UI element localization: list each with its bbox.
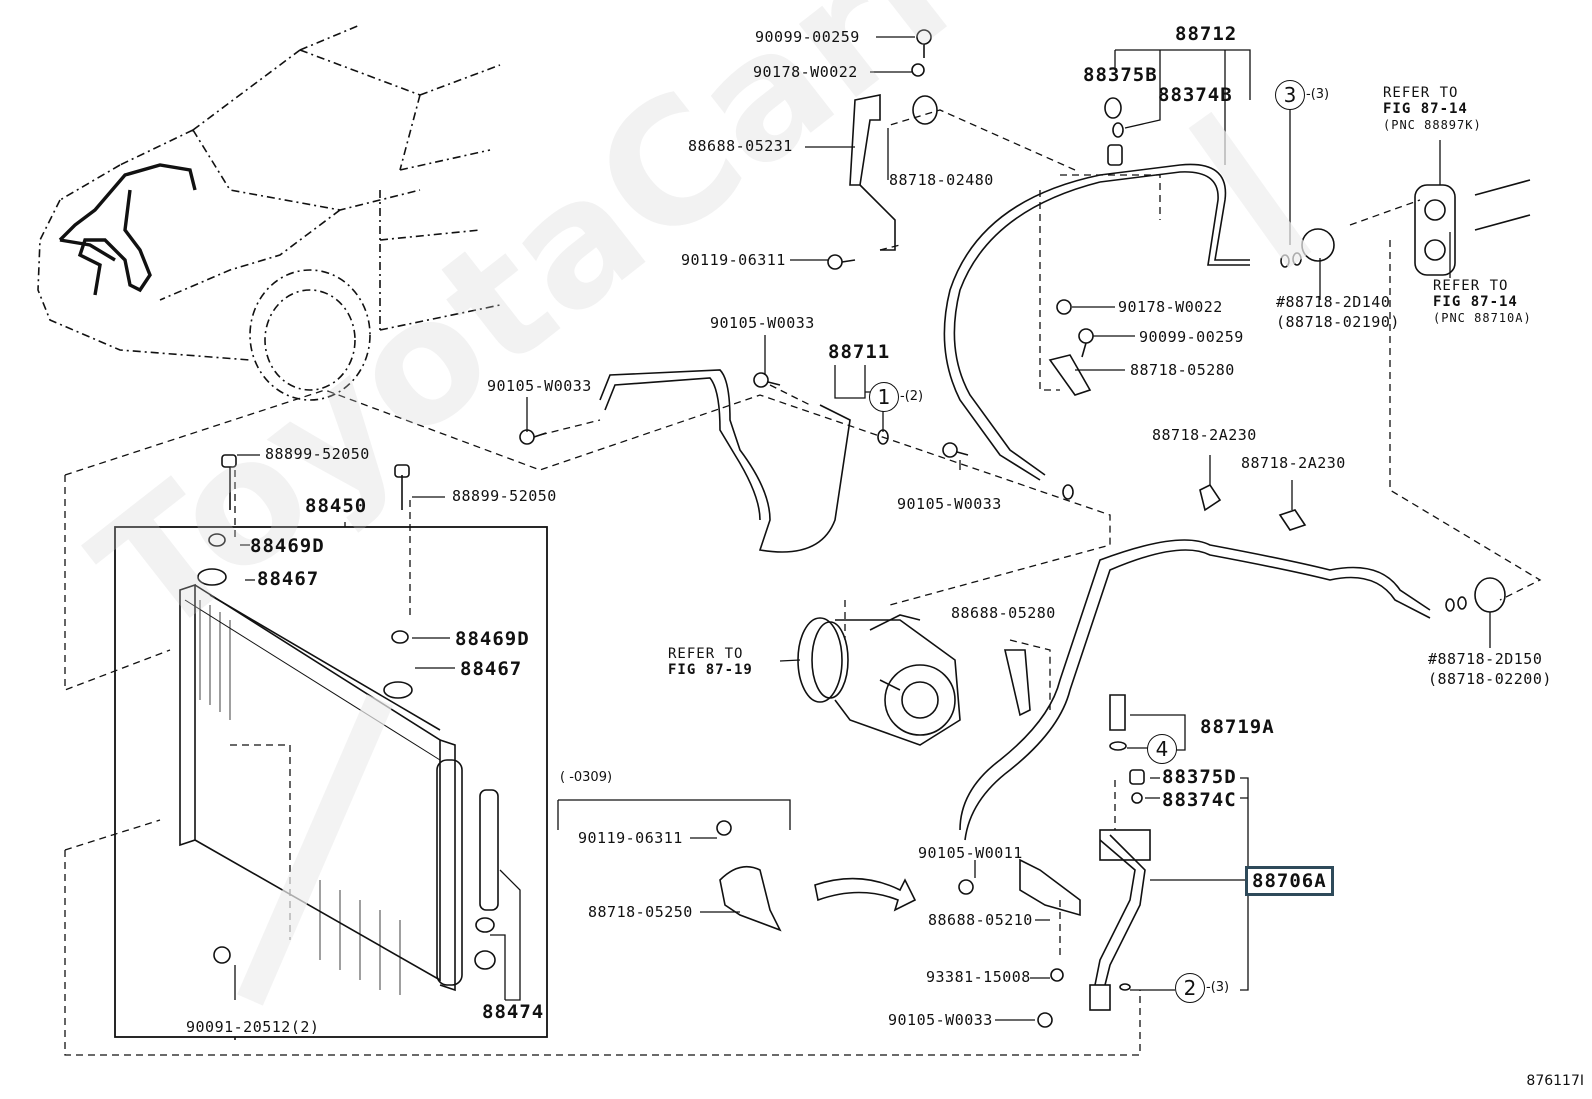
condenser-assembly-box: [114, 526, 548, 1038]
callout-1[interactable]: 1: [869, 382, 899, 412]
hose-pipes: [599, 163, 1431, 1011]
part-label-88718-2D140[interactable]: #88718-2D140: [1276, 293, 1391, 311]
ref-line: REFER TO: [1433, 278, 1509, 294]
car-illustration: [37, 24, 501, 401]
part-label-90099-00259-mid[interactable]: 90099-00259: [1139, 328, 1244, 346]
compressor: [797, 614, 961, 746]
fasteners: [519, 29, 1531, 1028]
part-label-90178-W0022-mid[interactable]: 90178-W0022: [1118, 298, 1223, 316]
part-label-90105-W0033-left[interactable]: 90105-W0033: [487, 377, 592, 395]
date-range-note: ( -0309): [560, 770, 613, 785]
part-label-90105-W0033-center[interactable]: 90105-W0033: [897, 495, 1002, 513]
part-label-88718-05280[interactable]: 88718-05280: [1130, 361, 1235, 379]
part-label-88375B[interactable]: 88375B: [1083, 64, 1158, 86]
part-label-88899-52050-a[interactable]: 88899-52050: [265, 445, 370, 463]
figure-number: 876117I: [1526, 1073, 1584, 1089]
part-label-88374B[interactable]: 88374B: [1158, 84, 1233, 106]
part-label-88711[interactable]: 88711: [828, 341, 891, 363]
wire-harness: [58, 163, 197, 296]
part-label-88474[interactable]: 88474: [482, 1001, 545, 1023]
callout-2[interactable]: 2: [1175, 973, 1205, 1003]
ref-line: REFER TO: [668, 646, 744, 662]
part-label-88374C[interactable]: 88374C: [1162, 789, 1237, 811]
part-label-88688-05210[interactable]: 88688-05210: [928, 911, 1033, 929]
part-label-93381-15008[interactable]: 93381-15008: [926, 968, 1031, 986]
part-label-88719A[interactable]: 88719A: [1200, 716, 1275, 738]
part-label-88450[interactable]: 88450: [305, 495, 368, 517]
part-label-88467-a[interactable]: 88467: [257, 568, 320, 590]
part-label-90091-20512[interactable]: 90091-20512(2): [186, 1018, 320, 1036]
leader-lines: [234, 36, 1491, 1021]
part-label-88469D-a[interactable]: 88469D: [250, 535, 325, 557]
part-label-88718-2D150[interactable]: #88718-2D150: [1428, 650, 1543, 668]
part-label-90119-06311-top[interactable]: 90119-06311: [681, 251, 786, 269]
part-label-88688-05280[interactable]: 88688-05280: [951, 604, 1056, 622]
part-label-88718-02480[interactable]: 88718-02480: [889, 171, 994, 189]
part-label-88469D-b[interactable]: 88469D: [455, 628, 530, 650]
callout-2-qty: -(3): [1206, 980, 1230, 995]
assembly-dashed-lines: [64, 109, 1542, 1056]
ref-line: (PNC 88897K): [1383, 118, 1482, 132]
ref-line: FIG 87-14: [1383, 101, 1468, 117]
part-label-88899-52050-b[interactable]: 88899-52050: [452, 487, 557, 505]
callout-3-qty: -(3): [1306, 87, 1330, 102]
condenser: [179, 454, 499, 995]
callout-4[interactable]: 4: [1147, 734, 1177, 764]
part-label-88718-2A230-b[interactable]: 88718-2A230: [1241, 454, 1346, 472]
part-label-90105-W0033-bottom[interactable]: 90105-W0033: [888, 1011, 993, 1029]
part-label-88718-02190[interactable]: (88718-02190): [1276, 313, 1400, 331]
callout-3[interactable]: 3: [1275, 80, 1305, 110]
part-label-88718-05250[interactable]: 88718-05250: [588, 903, 693, 921]
part-label-90105-W0033-upper[interactable]: 90105-W0033: [710, 314, 815, 332]
reference-fig-87-19[interactable]: REFER TO FIG 87-19: [668, 646, 753, 678]
part-label-88718-02200[interactable]: (88718-02200): [1428, 670, 1552, 688]
part-label-90105-W0011[interactable]: 90105-W0011: [918, 844, 1023, 862]
ref-line: FIG 87-19: [668, 662, 753, 678]
part-label-88375D[interactable]: 88375D: [1162, 766, 1237, 788]
part-label-88718-2A230-a[interactable]: 88718-2A230: [1152, 426, 1257, 444]
part-label-88688-05231[interactable]: 88688-05231: [688, 137, 793, 155]
ref-line: FIG 87-14: [1433, 294, 1518, 310]
part-label-90119-06311-bottom[interactable]: 90119-06311: [578, 829, 683, 847]
ref-line: (PNC 88710A): [1433, 311, 1532, 325]
part-label-88712[interactable]: 88712: [1175, 23, 1238, 45]
part-label-88706A-highlighted[interactable]: 88706A: [1245, 866, 1334, 896]
watermark-shapes: [237, 111, 1312, 1006]
part-label-90099-00259-top[interactable]: 90099-00259: [755, 28, 860, 46]
reference-fig-87-14-pnc-88897k[interactable]: REFER TO FIG 87-14 (PNC 88897K): [1383, 85, 1482, 133]
part-label-88467-b[interactable]: 88467: [460, 658, 523, 680]
callout-1-qty: -(2): [900, 389, 924, 404]
part-label-90178-W0022-top[interactable]: 90178-W0022: [753, 63, 858, 81]
reference-fig-87-14-pnc-88710a[interactable]: REFER TO FIG 87-14 (PNC 88710A): [1433, 278, 1532, 326]
ref-line: REFER TO: [1383, 85, 1459, 101]
